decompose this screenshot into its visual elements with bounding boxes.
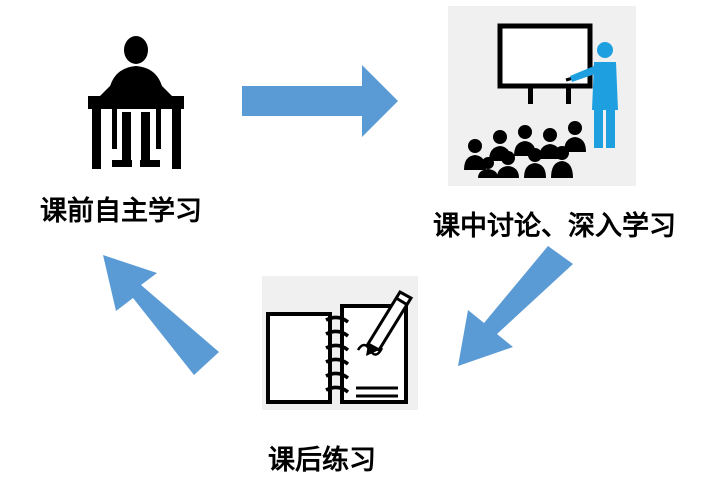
notebook-pencil-icon (262, 276, 418, 410)
arrow-up-left (103, 255, 219, 375)
student-at-desk-icon (88, 36, 184, 169)
step-label-in-class: 课中讨论、深入学习 (433, 211, 676, 242)
teacher-presentation-icon (448, 6, 636, 186)
arrow-down-left (458, 246, 573, 366)
step-label-after-class: 课后练习 (268, 445, 376, 476)
arrow-right (242, 65, 398, 137)
step-label-pre-class: 课前自主学习 (40, 196, 202, 227)
